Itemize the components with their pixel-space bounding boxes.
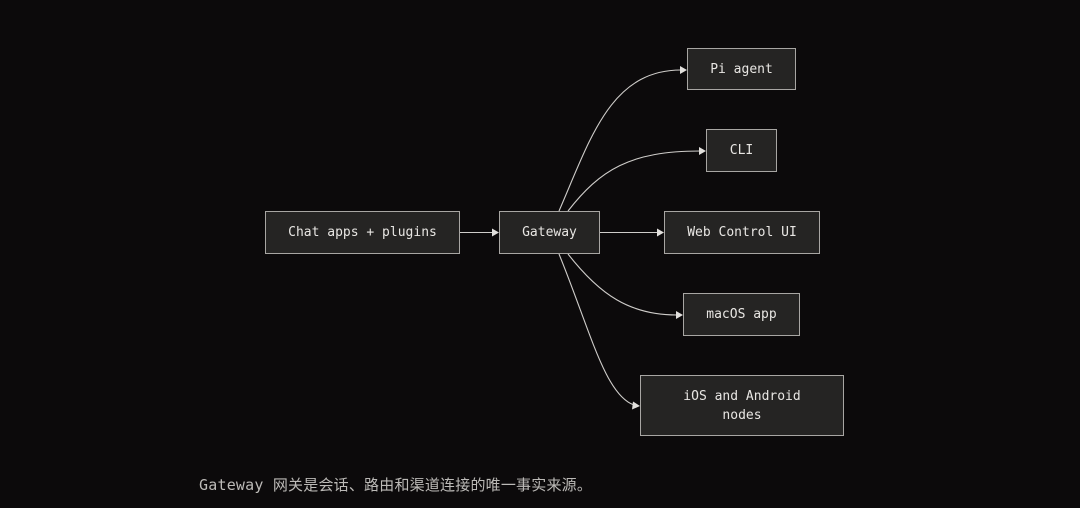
pi-agent-node: Pi agent: [687, 48, 796, 90]
web-control-ui-node: Web Control UI: [664, 211, 820, 254]
pi-agent-label: Pi agent: [710, 61, 773, 77]
chat-apps-node: Chat apps + plugins: [265, 211, 460, 254]
arrowhead-cli: [699, 147, 706, 155]
cli-node: CLI: [706, 129, 777, 172]
edge-gateway-to-macos-app: [567, 253, 678, 316]
ios-android-nodes-node: iOS and Android nodes: [640, 375, 844, 436]
macos-app-label: macOS app: [706, 307, 777, 322]
macos-app-node: macOS app: [683, 293, 800, 336]
edge-gateway-to-ios-android: [558, 253, 635, 406]
cli-label: CLI: [729, 143, 754, 158]
arrowhead-web-control: [657, 228, 664, 237]
diagram-caption: Gateway 网关是会话、路由和渠道连接的唯一事实来源。: [199, 476, 593, 494]
ios-android-label-line1: iOS and Android: [683, 388, 801, 404]
gateway-node: Gateway: [499, 211, 600, 254]
arrowhead-ios-android: [632, 401, 640, 410]
chat-apps-label: Chat apps + plugins: [288, 225, 437, 240]
ios-android-label-line2: nodes: [722, 407, 762, 423]
edge-gateway-to-cli: [567, 150, 701, 212]
arrowhead-macos-app: [676, 311, 683, 319]
web-control-ui-label: Web Control UI: [687, 225, 797, 240]
edge-gateway-to-pi-agent: [558, 69, 682, 212]
gateway-label: Gateway: [522, 225, 577, 240]
arrowhead-pi-agent: [680, 66, 687, 74]
arrowhead-gateway: [492, 228, 499, 237]
